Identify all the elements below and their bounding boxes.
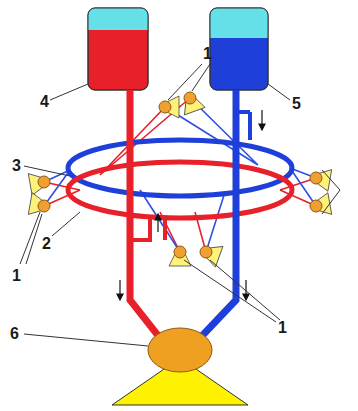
callout-number: 3	[12, 158, 21, 174]
feeder-lines	[44, 98, 316, 252]
callout-number: 6	[10, 326, 19, 342]
burners	[28, 92, 331, 267]
pump	[148, 328, 212, 372]
leader-lines	[20, 64, 340, 346]
flow-arrows	[117, 110, 265, 300]
callout-number: 1	[12, 268, 21, 284]
tank-cold	[210, 8, 268, 90]
callout-number: 1	[278, 320, 287, 336]
tank-hot	[88, 8, 148, 90]
hot-ring	[68, 162, 292, 218]
callout-number: 4	[40, 94, 49, 110]
cold-pipe	[200, 90, 236, 338]
hot-pipe	[130, 90, 160, 338]
callout-number: 2	[42, 236, 51, 252]
callout-number: 5	[292, 96, 301, 112]
callout-number: 1	[203, 46, 212, 62]
